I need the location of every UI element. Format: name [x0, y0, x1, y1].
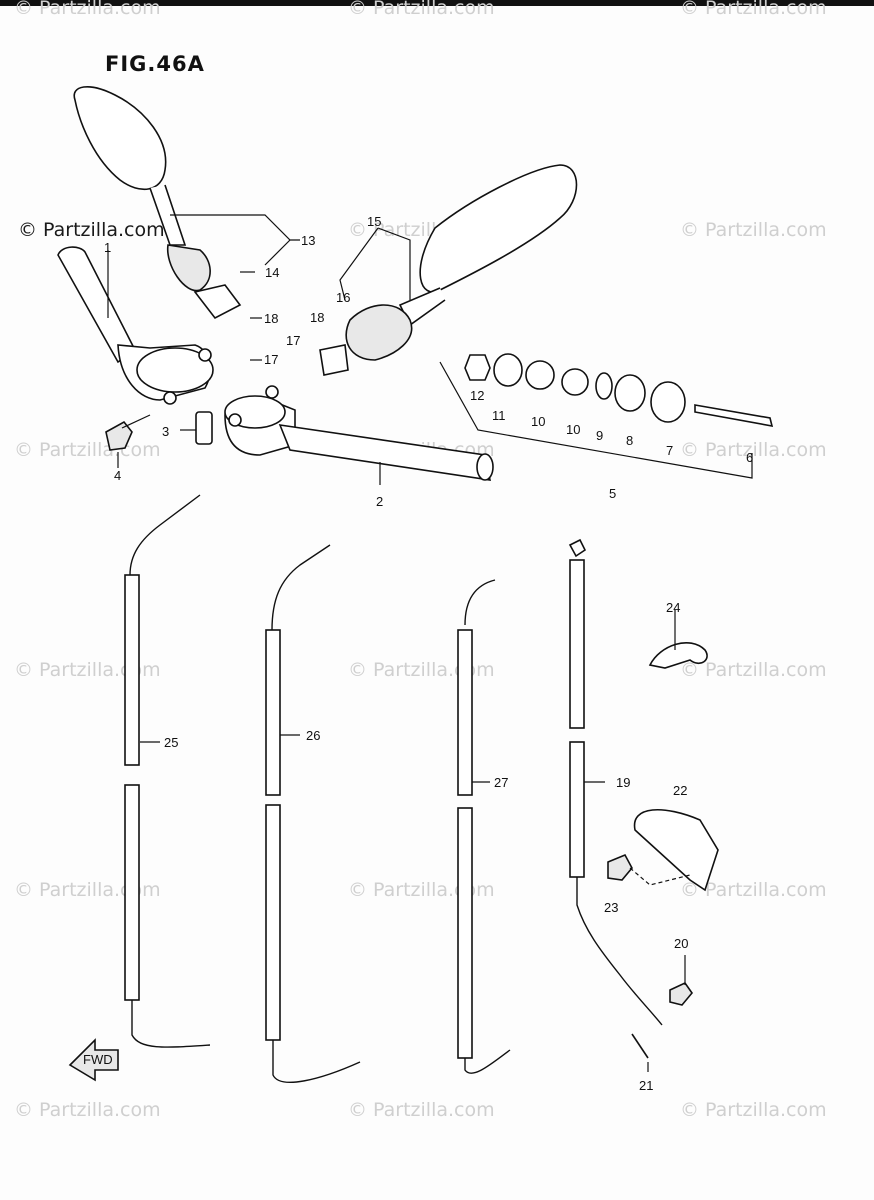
- callout-7: 7: [666, 443, 673, 458]
- cable-19: [568, 538, 663, 1026]
- callout-26: 26: [306, 728, 320, 743]
- callouts: 1 2 3 4 5 6 7 8 9 10 10 11 12 13 14 15 1…: [104, 214, 753, 1093]
- callout-23: 23: [604, 900, 618, 915]
- callout-15: 15: [367, 214, 381, 229]
- callout-22: 22: [673, 783, 687, 798]
- callout-17: 17: [286, 333, 300, 348]
- callout-16: 16: [336, 290, 350, 305]
- brackets: [607, 641, 719, 1059]
- watermark: © Partzilla.com: [680, 1099, 827, 1121]
- watermark: © Partzilla.com: [14, 1099, 161, 1121]
- left-mirror: [73, 85, 242, 320]
- callout-13: 13: [301, 233, 315, 248]
- callout-18: 18: [264, 311, 278, 326]
- callout-10: 10: [566, 422, 580, 437]
- watermark: © Partzilla.com: [680, 659, 827, 681]
- top-border: [0, 0, 874, 6]
- cable-26: [265, 544, 361, 1083]
- callout-25: 25: [164, 735, 178, 750]
- callout-12: 12: [470, 388, 484, 403]
- leader-lines: [107, 214, 753, 1072]
- callout-11: 11: [492, 408, 506, 423]
- left-handlebar: [57, 246, 214, 405]
- watermark: © Partzilla.com: [680, 219, 827, 241]
- callout-17b: 17: [264, 352, 278, 367]
- watermark: © Partzilla.com: [14, 879, 161, 901]
- watermarks: © Partzilla.com © Partzilla.com © Partzi…: [14, 0, 827, 1121]
- callout-24: 24: [666, 600, 680, 615]
- callout-2: 2: [376, 494, 383, 509]
- callout-14: 14: [265, 265, 279, 280]
- callout-20: 20: [674, 936, 688, 951]
- callout-18b: 18: [310, 310, 324, 325]
- callout-4: 4: [114, 468, 121, 483]
- cable-25: [124, 494, 211, 1048]
- callout-6: 6: [746, 450, 753, 465]
- fwd-label: FWD: [83, 1052, 113, 1067]
- bar-end-weight-parts: [464, 353, 774, 428]
- right-mirror: [319, 164, 578, 376]
- callout-1: 1: [104, 240, 111, 255]
- clamp-bolts: [105, 411, 213, 451]
- watermark: © Partzilla.com: [348, 0, 495, 19]
- callout-27: 27: [494, 775, 508, 790]
- watermark: © Partzilla.com: [680, 439, 827, 461]
- right-handlebar: [224, 385, 494, 481]
- watermark: © Partzilla.com: [14, 659, 161, 681]
- cable-27: [457, 579, 511, 1074]
- watermark: © Partzilla.com: [14, 0, 161, 19]
- watermark: © Partzilla.com: [18, 219, 165, 241]
- callout-3: 3: [162, 424, 169, 439]
- watermark: © Partzilla.com: [680, 879, 827, 901]
- watermark: © Partzilla.com: [14, 439, 161, 461]
- fwd-arrow-icon: FWD: [68, 1038, 119, 1082]
- callout-19: 19: [616, 775, 630, 790]
- callout-21: 21: [639, 1078, 653, 1093]
- callout-5: 5: [609, 486, 616, 501]
- callout-9: 9: [596, 428, 603, 443]
- callout-10b: 10: [531, 414, 545, 429]
- watermark: © Partzilla.com: [348, 1099, 495, 1121]
- callout-8: 8: [626, 433, 633, 448]
- watermark: © Partzilla.com: [680, 0, 827, 19]
- figure-title: FIG.46A: [105, 52, 205, 76]
